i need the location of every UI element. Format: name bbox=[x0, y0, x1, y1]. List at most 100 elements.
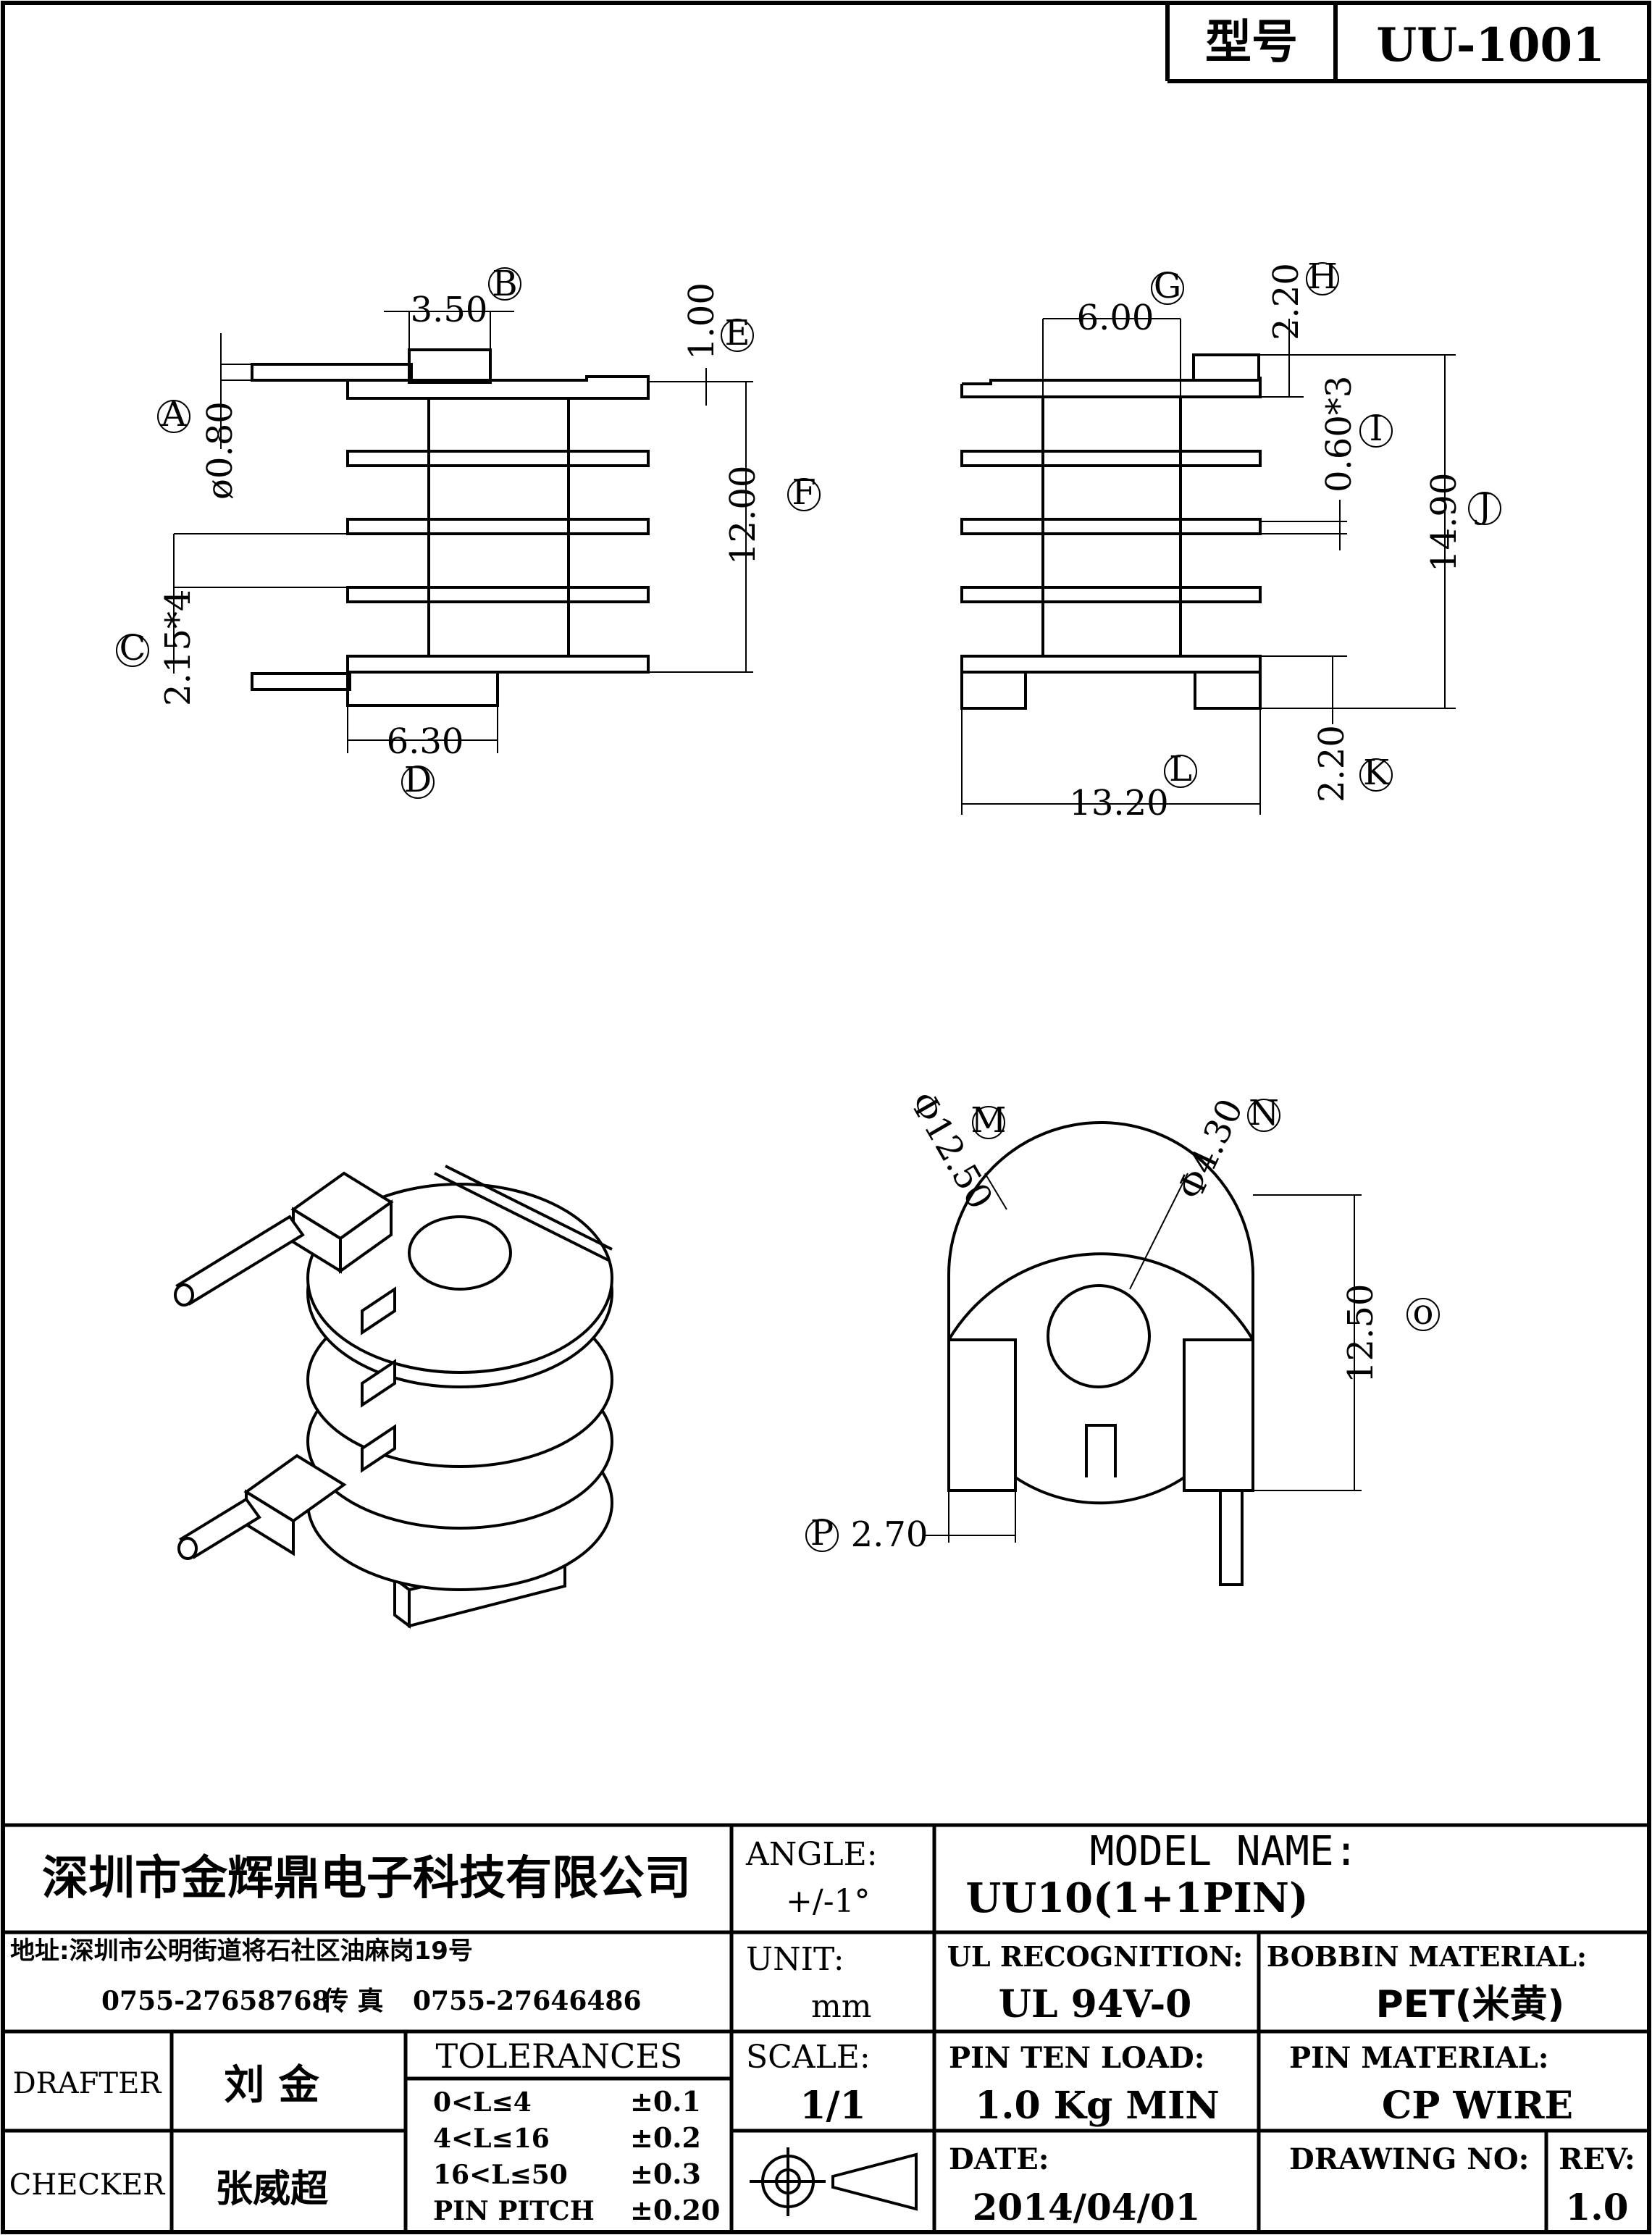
dim-value-B: 3.50 bbox=[411, 290, 488, 330]
side-view-dimensions bbox=[961, 318, 1456, 815]
pin-material-value: CP WIRE bbox=[1382, 2084, 1573, 2128]
iso-top-slot-line-1 bbox=[434, 1172, 609, 1262]
unit-value: mm bbox=[811, 1988, 871, 2025]
tolerance-value-1: ±0.1 bbox=[630, 2085, 701, 2118]
top-view bbox=[947, 1121, 1254, 1586]
top-view-left-pad bbox=[947, 1338, 1017, 1492]
angle-label: ANGLE: bbox=[745, 1836, 878, 1873]
tolerances-label: TOLERANCES bbox=[436, 2037, 683, 2076]
front-top-pad bbox=[408, 348, 492, 384]
side-top-pad bbox=[1192, 353, 1260, 382]
dim-value-D: 6.30 bbox=[387, 721, 464, 762]
side-flange-3 bbox=[960, 518, 1262, 535]
callout-I-circle bbox=[1359, 414, 1393, 448]
callout-H-circle bbox=[1306, 262, 1339, 295]
front-flange-4 bbox=[346, 586, 650, 603]
iso-center-hole bbox=[408, 1215, 512, 1291]
top-view-lower-arc bbox=[1014, 1476, 1186, 1505]
unit-label: UNIT: bbox=[746, 1941, 844, 1978]
callout-M: M bbox=[970, 1100, 1006, 1141]
side-flange-4 bbox=[960, 586, 1262, 603]
tolerance-range-1: 0<L≤4 bbox=[433, 2087, 532, 2118]
tolerance-value-2: ±0.2 bbox=[630, 2121, 701, 2154]
dim-value-C: 2.15*4 bbox=[158, 590, 198, 706]
iso-top-slot-line-2 bbox=[445, 1165, 613, 1251]
callout-B: B bbox=[492, 264, 517, 304]
callout-L: L bbox=[1169, 749, 1192, 789]
callout-O-circle bbox=[1406, 1298, 1440, 1331]
dim-value-O: 12.50 bbox=[1341, 1284, 1381, 1383]
callout-K-circle bbox=[1359, 758, 1393, 792]
side-bottom-pad-right bbox=[1194, 671, 1262, 710]
rev-value: 1.0 bbox=[1566, 2186, 1629, 2228]
front-flange-2 bbox=[346, 450, 650, 467]
top-view-pin bbox=[1219, 1489, 1244, 1586]
callout-L-circle bbox=[1164, 755, 1197, 788]
pin-material-label: PIN MATERIAL: bbox=[1289, 2041, 1549, 2075]
callout-C: C bbox=[120, 628, 146, 668]
callout-F-circle bbox=[787, 478, 821, 511]
company-address: 地址:深圳市公明街道将石社区油麻岗19号 bbox=[10, 1937, 473, 1966]
side-flange-2 bbox=[960, 450, 1262, 467]
front-bottom-pad bbox=[346, 671, 499, 707]
scale-label: SCALE: bbox=[746, 2039, 871, 2076]
tolerance-value-4: ±0.20 bbox=[630, 2194, 720, 2226]
callout-N-circle bbox=[1247, 1099, 1280, 1132]
dim-value-J: 14.90 bbox=[1424, 473, 1464, 572]
pin-ten-label: PIN TEN LOAD: bbox=[949, 2041, 1204, 2075]
projection-symbol-icon bbox=[750, 2147, 918, 2216]
dim-value-H: 2.20 bbox=[1266, 263, 1307, 340]
front-view bbox=[251, 348, 650, 707]
bobbin-value: PET(米黄) bbox=[1376, 1983, 1565, 2026]
dim-value-N: Φ4.30 bbox=[1170, 1093, 1251, 1206]
rev-label: REV: bbox=[1559, 2142, 1635, 2176]
dim-value-L: 13.20 bbox=[1069, 783, 1168, 823]
model-name-label: MODEL NAME: bbox=[1090, 1828, 1359, 1875]
callout-C-circle bbox=[116, 634, 149, 667]
dim-value-P: 2.70 bbox=[851, 1514, 928, 1555]
front-flange-1 bbox=[346, 375, 650, 400]
front-flange-3 bbox=[346, 518, 650, 535]
callout-P: P bbox=[810, 1513, 834, 1553]
callout-G: G bbox=[1154, 266, 1181, 306]
model-label: 型号 bbox=[1205, 16, 1298, 70]
iso-notch-3 bbox=[361, 1424, 396, 1473]
callout-F: F bbox=[792, 472, 815, 513]
dim-value-F: 12.00 bbox=[723, 466, 763, 565]
callout-I: I bbox=[1370, 408, 1383, 449]
callout-M-circle bbox=[972, 1106, 1005, 1139]
callout-B-circle bbox=[488, 267, 521, 301]
callout-G-circle bbox=[1151, 272, 1184, 305]
tolerance-value-3: ±0.3 bbox=[630, 2158, 701, 2190]
ul-label: UL RECOGNITION: bbox=[947, 1940, 1244, 1973]
company-name: 深圳市金辉鼎电子科技有限公司 bbox=[42, 1852, 691, 1905]
top-view-slot bbox=[1085, 1424, 1117, 1477]
side-bottom-pad-left bbox=[960, 671, 1027, 710]
side-view bbox=[960, 353, 1262, 710]
dim-value-E: 1.00 bbox=[682, 282, 722, 360]
company-fax-label: 传 真 bbox=[322, 1987, 384, 2016]
bobbin-label: BOBBIN MATERIAL: bbox=[1267, 1940, 1587, 1973]
tolerance-range-2: 4<L≤16 bbox=[433, 2123, 550, 2154]
callout-A: A bbox=[161, 394, 188, 435]
callout-J: J bbox=[1474, 486, 1491, 527]
iso-notch-2 bbox=[361, 1359, 396, 1408]
title-block-grid bbox=[3, 1823, 1649, 2232]
iso-notch-1 bbox=[361, 1286, 396, 1335]
top-view-center-hole bbox=[1047, 1284, 1151, 1388]
front-top-pin bbox=[251, 363, 413, 382]
pin-ten-value: 1.0 Kg MIN bbox=[975, 2084, 1220, 2128]
dim-value-A: ø0.80 bbox=[200, 401, 240, 500]
checker-label: CHECKER bbox=[9, 2168, 166, 2202]
callout-K: K bbox=[1363, 752, 1390, 793]
date-label: DATE: bbox=[949, 2142, 1049, 2176]
callout-H: H bbox=[1307, 256, 1338, 297]
callout-D-circle bbox=[401, 766, 435, 799]
callout-E-circle bbox=[721, 319, 754, 352]
drafter-label: DRAFTER bbox=[13, 2067, 163, 2100]
company-phone: 0755-27658768 bbox=[101, 1986, 330, 2016]
dim-value-G: 6.00 bbox=[1077, 298, 1154, 338]
iso-top-pad-side bbox=[339, 1199, 393, 1274]
callout-O: o bbox=[1413, 1292, 1434, 1333]
